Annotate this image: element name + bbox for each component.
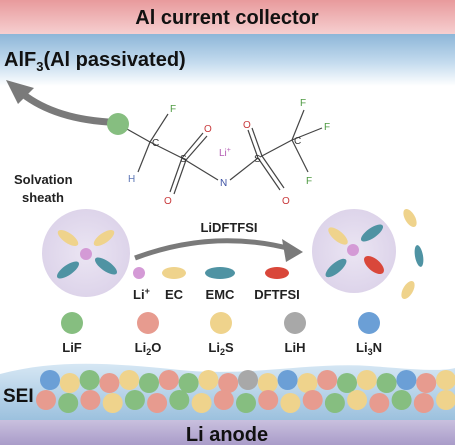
sei-particle-lif [79, 370, 100, 390]
sei-particle-li2o [213, 390, 234, 410]
sei-particle-li2s [280, 393, 301, 413]
sei-components-legend: LiF Li2O Li2S LiH Li3N [61, 312, 382, 357]
legend-li-label: Li+ [133, 286, 150, 302]
atom-f-3: F [324, 122, 330, 133]
current-collector-band [0, 0, 455, 34]
li2o-label: Li2O [135, 340, 162, 357]
legend-emc-marker [205, 267, 235, 279]
lih-label: LiH [285, 340, 306, 355]
lif-fluorine-circle [107, 113, 129, 135]
process-arrowhead [282, 239, 303, 262]
sei-particle-li3n [396, 370, 417, 390]
sei-particle-li2s [198, 370, 219, 390]
atom-o-4: O [282, 196, 290, 207]
lif-label: LiF [62, 340, 82, 355]
sei-particle-li2s [257, 373, 278, 393]
li-anode-label: Li anode [186, 424, 268, 445]
lif-marker [61, 312, 83, 334]
alf3-label: AlF3(Al passivated) [4, 49, 186, 74]
species-legend: Li+ EC EMC DFTFSI [133, 267, 300, 302]
sei-particle-li2o [158, 370, 179, 390]
li2o-marker [137, 312, 159, 334]
legend-ec-marker [162, 267, 186, 279]
sei-particle-li2o [302, 390, 323, 410]
fluorine-arrowhead [6, 80, 34, 104]
sei-particle-li3n [277, 370, 298, 390]
sei-particle-lif [391, 390, 412, 410]
li2s-label: Li2S [208, 340, 234, 357]
sei-particle-li2o [36, 390, 56, 410]
atom-o-1: O [204, 124, 212, 135]
sei-particle-lif [124, 390, 145, 410]
dftfsi-molecule [117, 109, 323, 195]
sei-particle-li2o [147, 393, 168, 413]
sei-particle-lif [236, 393, 256, 413]
sei-particle-li2o [99, 373, 120, 393]
lih-marker [284, 312, 306, 334]
atom-f-2: F [300, 98, 306, 109]
sheath-before-molecules [56, 229, 118, 279]
sei-particle-lif [324, 393, 345, 413]
li-anode-band [0, 420, 455, 445]
atom-o-2: O [164, 196, 172, 207]
sei-particle-lif [337, 373, 357, 393]
legend-li-marker [133, 267, 145, 279]
sei-particle-li2o [258, 390, 279, 410]
process-arrow [134, 238, 296, 261]
atom-f-1: F [170, 104, 176, 115]
atom-o-3: O [243, 120, 251, 131]
atom-c-1: C [152, 138, 159, 149]
sei-particle-lif [58, 393, 79, 413]
solvation-label-line1: Solvation [14, 172, 73, 187]
sei-particle-li2s [347, 390, 368, 410]
atom-s-1: S [180, 154, 187, 165]
atom-c-2: C [294, 136, 301, 147]
sei-particle-li2o [218, 373, 239, 393]
legend-dftfsi-marker [265, 267, 289, 279]
fluorine-release-arrow [14, 86, 112, 126]
sei-particle-lif [376, 373, 397, 393]
li3n-marker [358, 312, 380, 334]
sei-particle-li2o [416, 373, 437, 393]
sei-particle-lif [169, 390, 190, 410]
atom-h: H [128, 174, 135, 185]
sei-particle-li2s [436, 390, 455, 410]
sei-particle-li2s [191, 393, 212, 413]
sei-particle-lih [238, 370, 258, 390]
atom-li: Li+ [219, 147, 231, 159]
current-collector-label: Al current collector [135, 7, 319, 29]
li3n-label: Li3N [356, 340, 382, 357]
sei-particle-li2s [436, 370, 455, 390]
sei-particle-li2o [80, 390, 101, 410]
sei-particle-li2s [102, 393, 123, 413]
sei-particle-li2s [59, 373, 80, 393]
sei-particle-li2s [297, 373, 318, 393]
legend-dftfsi-label: DFTFSI [254, 287, 300, 302]
sei-particle-li2o [369, 393, 390, 413]
li2s-marker [210, 312, 232, 334]
arrow-label-ldftfsi: LiDFTFSI [200, 220, 257, 235]
atom-n: N [220, 178, 227, 189]
sei-particle-li2s [356, 370, 377, 390]
sei-particle-li2s [119, 370, 140, 390]
sei-label: SEI [3, 386, 34, 407]
sei-particle-lif [139, 373, 159, 393]
sei-particles [36, 370, 455, 413]
legend-ec-label: EC [165, 287, 184, 302]
sheath-after-molecules [325, 208, 424, 300]
sei-particle-li3n [40, 370, 60, 390]
atom-f-4: F [306, 176, 312, 187]
solvation-label-line2: sheath [22, 190, 64, 205]
sei-particle-li2o [413, 393, 434, 413]
sei-particle-lif [178, 373, 199, 393]
alf3-passivation-band [0, 34, 455, 86]
legend-emc-label: EMC [206, 287, 236, 302]
atom-s-2: S [254, 154, 261, 165]
sei-particle-li2o [317, 370, 338, 390]
